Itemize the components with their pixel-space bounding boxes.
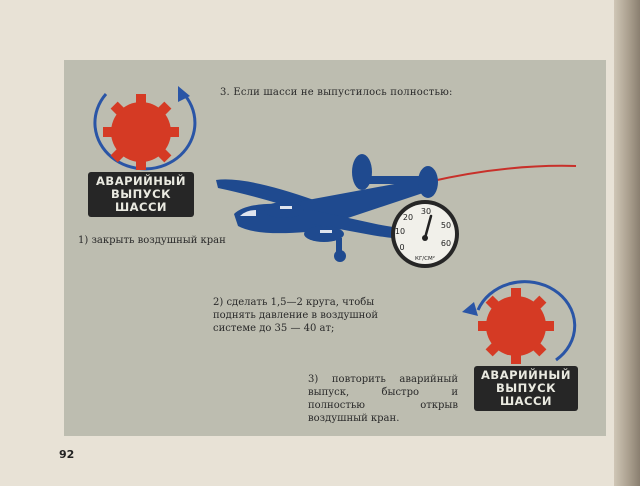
gauge-tick: 0 [399,243,404,252]
badge-line: АВАРИЙНЫЙ [481,368,571,382]
section-title: 3. Если шасси не выпустилось полностью: [220,87,453,98]
gauge-tick: 20 [403,213,413,222]
emergency-gear-badge: АВАРИЙНЫЙ ВЫПУСК ШАССИ [88,172,194,217]
badge-line: АВАРИЙНЫЙ [96,174,186,188]
gauge-tick: 60 [441,239,451,248]
pressure-gauge-icon: 0 10 20 30 50 60 КГ/СМ² [391,200,459,268]
rotation-arrow-icon [93,86,197,171]
page-edge [614,0,640,486]
step-3: 3) повторить аварийный выпуск, быстро и … [308,374,458,424]
gauge-tick: 30 [421,207,431,216]
page-number: 92 [59,448,75,461]
aircraft-illustration [216,154,577,262]
badge-line: ШАССИ [114,200,168,214]
valve-wheel-icon [462,280,577,364]
gauge-tick: 10 [395,227,405,236]
gauge-unit: КГ/СМ² [415,255,435,262]
rotation-arrow-icon [462,280,577,362]
emergency-gear-badge: АВАРИЙНЫЙ ВЫПУСК ШАССИ [474,366,578,411]
badge-line: ВЫПУСК [495,381,556,395]
step-1: 1) закрыть воздушный кран [78,235,226,246]
step-2: 2) сделать 1,5—2 круга, чтобы поднять да… [213,297,379,334]
valve-wheel-icon [93,86,197,171]
badge-line: ШАССИ [499,394,553,408]
badge-line: ВЫПУСК [110,187,171,201]
gauge-tick: 50 [441,221,451,230]
